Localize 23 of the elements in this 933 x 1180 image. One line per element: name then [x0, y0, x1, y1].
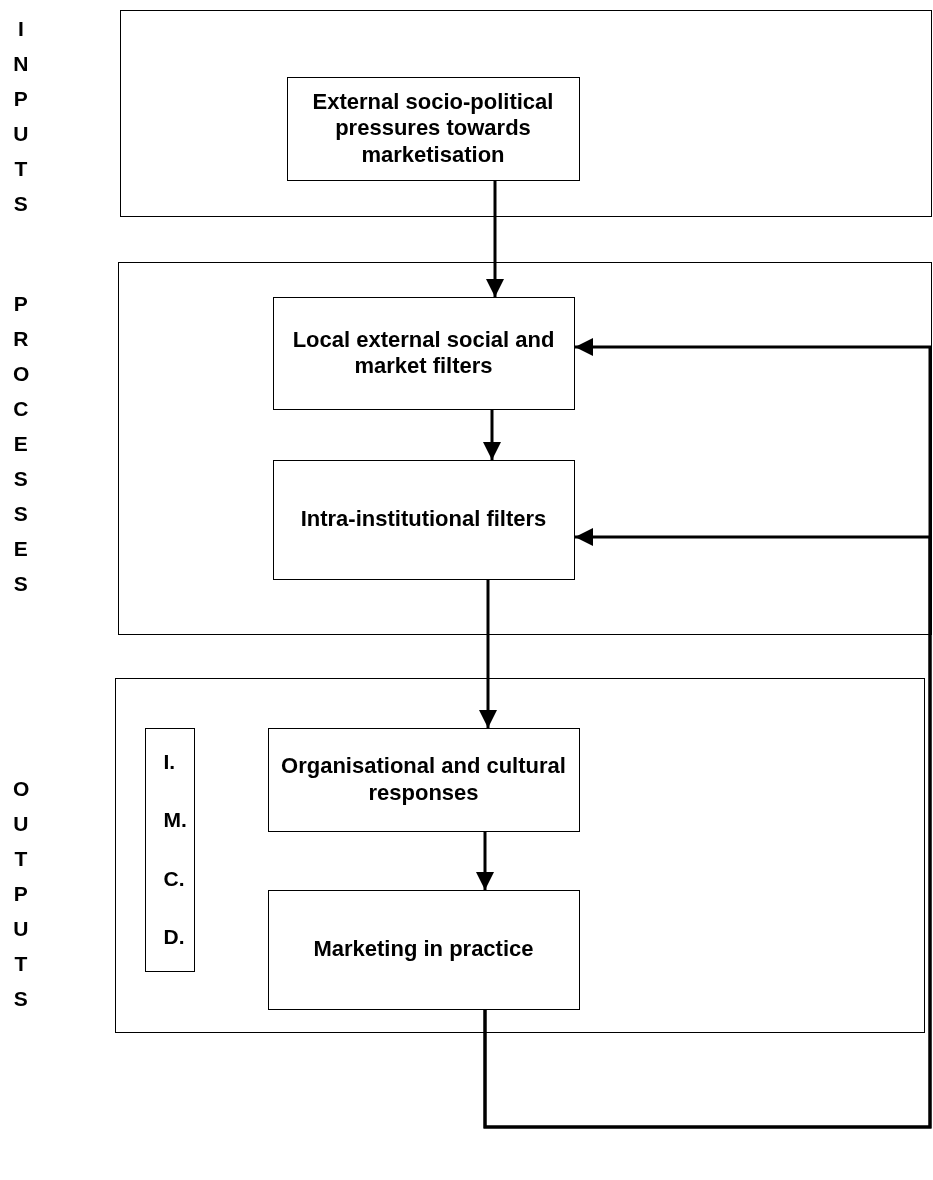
process-box [272, 459, 575, 580]
arrow [486, 181, 504, 297]
box-label: Local external social and market filters [291, 326, 556, 380]
process-box [267, 889, 580, 1010]
arrow [479, 580, 497, 728]
box-label: Intra-institutional filters [300, 506, 547, 533]
box-label: Organisational and cultural responses [280, 753, 567, 806]
stage-heading: OUTPUTS [13, 776, 29, 1012]
process-box [267, 727, 580, 832]
arrow [483, 528, 932, 1129]
stage-heading: INPUTS [13, 16, 29, 217]
process-box [286, 76, 580, 181]
acronym-letter: C. [163, 866, 185, 891]
arrow [483, 410, 501, 460]
box-label: External socio-political pressures towards marketisation [311, 88, 555, 169]
acronym-box [144, 727, 195, 972]
arrow [476, 832, 494, 890]
process-box [272, 296, 575, 410]
acronym-letter: M. [163, 808, 187, 833]
acronym-letter: D. [163, 925, 185, 950]
acronym-letter: I. [163, 749, 176, 774]
stage-heading: PROCESSES [13, 291, 29, 597]
box-label: Marketing in practice [313, 936, 534, 963]
